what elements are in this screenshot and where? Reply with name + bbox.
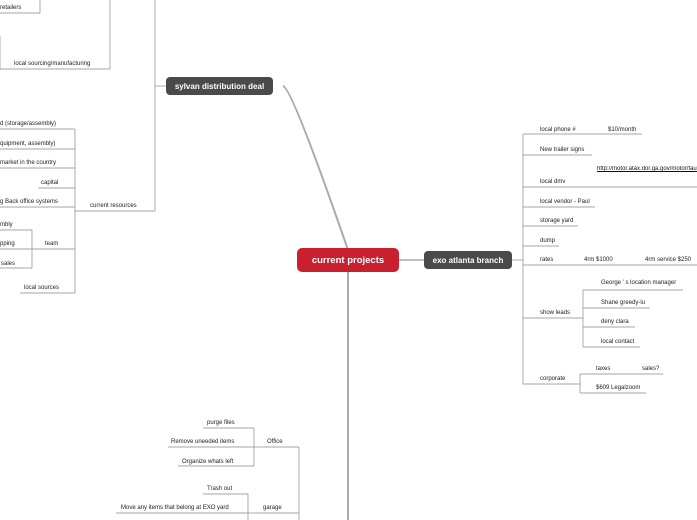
local-phone-item[interactable]: local phone #	[540, 127, 576, 133]
sales-question-item[interactable]: sales?	[642, 366, 660, 372]
sylvan-distribution-node[interactable]: sylvan distribution deal	[166, 77, 273, 95]
storage-yard-item[interactable]: storage yard	[540, 218, 574, 224]
central-topic[interactable]: current projects	[297, 248, 399, 272]
phone-price-item[interactable]: $10/month	[608, 127, 637, 133]
dump-item[interactable]: dump	[540, 238, 556, 244]
team-item[interactable]: team	[45, 241, 59, 247]
purge-files-item[interactable]: purge files	[207, 420, 235, 426]
local-sources-item[interactable]: local sources	[24, 285, 60, 291]
remove-items-item[interactable]: Remove uneeded items	[171, 439, 235, 445]
local-vendor-item[interactable]: local vendor - Paul	[540, 199, 590, 205]
garage-item[interactable]: garage	[263, 505, 282, 511]
taxes-item[interactable]: taxes	[596, 366, 611, 372]
local-dmv-item[interactable]: local dmv	[540, 179, 566, 185]
shane-item[interactable]: Shane greedy-lu	[601, 300, 646, 306]
shipping-item[interactable]: pping	[0, 241, 15, 247]
dmv-url-link[interactable]: http://motor.atax.dor.ga.gov/motor/fault…	[597, 166, 697, 172]
sales-item[interactable]: sales	[1, 261, 16, 267]
deny-clara-item[interactable]: deny clara	[601, 319, 629, 325]
rate-2-item[interactable]: 4rm service $250	[645, 257, 692, 263]
corporate-item[interactable]: corporate	[540, 376, 566, 382]
assembly-item[interactable]: mbly	[0, 222, 13, 228]
trash-out-item[interactable]: Trash out	[207, 486, 233, 492]
capital-item[interactable]: capital	[41, 180, 59, 186]
local-contact-item[interactable]: local contact	[601, 339, 635, 345]
retailers-item[interactable]: retailers	[0, 5, 22, 11]
market-item[interactable]: market in the country	[0, 160, 57, 166]
trailer-signs-item[interactable]: New trailer signs	[540, 147, 585, 153]
storage-assembly-item[interactable]: d (storage/assembly)	[0, 121, 57, 127]
george-item[interactable]: George ' s location manager	[601, 280, 677, 286]
back-office-item[interactable]: g Back office systems	[0, 199, 58, 205]
show-leads-item[interactable]: show leads	[540, 310, 571, 316]
exo-atlanta-node[interactable]: exo atlanta branch	[424, 251, 512, 269]
office-item[interactable]: Office	[267, 439, 283, 445]
rates-item[interactable]: rates	[540, 257, 554, 263]
local-sourcing-item[interactable]: local sourcing/manufacturing	[14, 61, 91, 67]
rate-1-item[interactable]: 4rm $1000	[584, 257, 613, 263]
current-resources-item[interactable]: current resources	[90, 203, 137, 209]
move-items-item[interactable]: Move any items that belong at EXO yard	[121, 505, 229, 511]
organize-item[interactable]: Organize whats left	[182, 459, 234, 465]
equipment-assembly-item[interactable]: quipment, assembly)	[0, 141, 56, 147]
legalzoom-item[interactable]: $609 Legalzoom	[596, 385, 641, 391]
